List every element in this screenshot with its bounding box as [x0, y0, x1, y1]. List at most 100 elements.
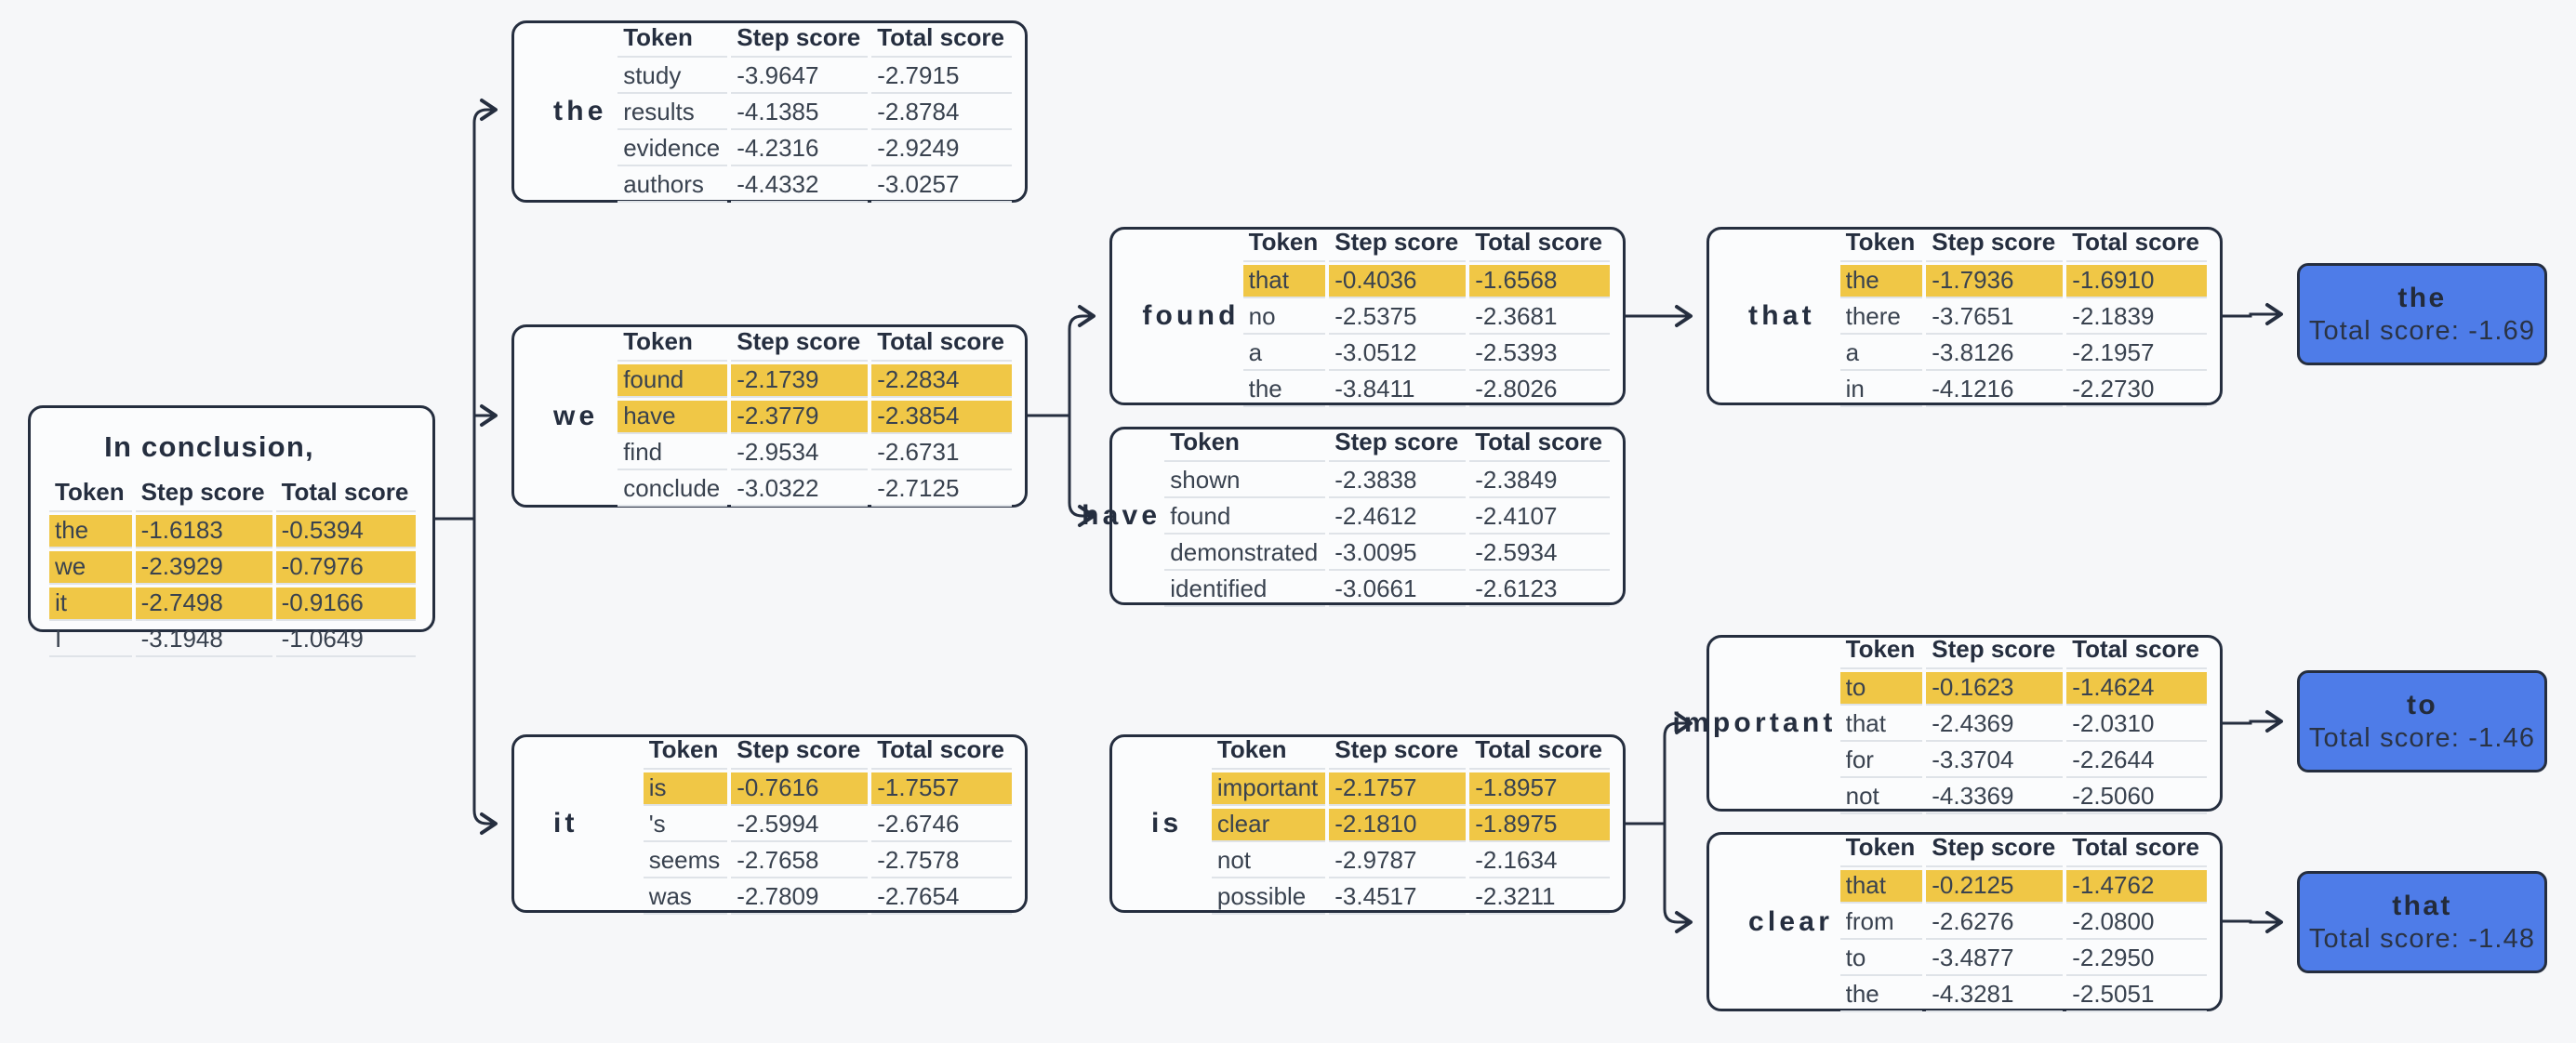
step-score-cell: -2.4612 — [1329, 501, 1467, 535]
final-node-label: to — [2406, 689, 2438, 720]
step-score-cell: -4.3281 — [1926, 979, 2064, 1012]
token-table: Token Step score Total score the -1.6183… — [46, 473, 419, 660]
col-header-total-score: Total score — [275, 476, 417, 512]
table-row: important -2.1757 -1.8957 — [1211, 772, 1610, 806]
step-score-cell: -3.8126 — [1926, 337, 2064, 371]
col-header-token: Token — [1839, 226, 1923, 262]
token-table: Token Step score Total score that -0.212… — [1837, 828, 2211, 1015]
token-cell: authors — [617, 169, 728, 203]
table-row: possible -3.4517 -2.3211 — [1211, 881, 1610, 915]
table-row: found -2.4612 -2.4107 — [1164, 501, 1610, 535]
total-score-cell: -2.2834 — [871, 364, 1012, 398]
col-header-total-score: Total score — [2066, 831, 2207, 867]
table-header-row: Token Step score Total score — [1211, 733, 1610, 770]
col-header-token: Token — [617, 21, 728, 58]
total-score-cell: -2.3849 — [1469, 465, 1610, 498]
token-table: Token Step score Total score found -2.17… — [614, 323, 1016, 509]
total-score-cell: -2.7915 — [871, 60, 1012, 94]
node-that: that Token Step score Total score the -1… — [1706, 226, 2223, 407]
token-cell: is — [643, 772, 728, 806]
col-header-total-score: Total score — [871, 21, 1012, 58]
node-label: the — [553, 96, 607, 126]
token-cell: it — [49, 588, 132, 621]
table-row: evidence -4.2316 -2.9249 — [617, 133, 1012, 166]
col-header-token: Token — [49, 476, 132, 512]
token-cell: the — [1839, 264, 1923, 298]
col-header-step-score: Step score — [1329, 733, 1467, 770]
token-cell: found — [617, 364, 728, 398]
token-table: Token Step score Total score important -… — [1208, 731, 1613, 918]
col-header-total-score: Total score — [2066, 633, 2207, 669]
col-header-token: Token — [643, 733, 728, 770]
step-score-cell: -4.2316 — [731, 133, 869, 166]
table-header-row: Token Step score Total score — [1839, 226, 2207, 262]
total-score-cell: -1.6910 — [2066, 264, 2207, 298]
step-score-cell: -2.3779 — [731, 401, 869, 434]
step-score-cell: -2.1757 — [1329, 772, 1467, 806]
col-header-total-score: Total score — [1469, 226, 1610, 262]
table-row: a -3.0512 -2.5393 — [1242, 337, 1610, 371]
total-score-cell: -2.5051 — [2066, 979, 2207, 1012]
table-row: a -3.8126 -2.1957 — [1839, 337, 2207, 371]
table-header-row: Token Step score Total score — [1839, 831, 2207, 867]
token-cell: evidence — [617, 133, 728, 166]
node-label: found — [1142, 300, 1240, 331]
connector-clear-final — [2223, 911, 2283, 933]
col-header-total-score: Total score — [2066, 226, 2207, 262]
token-cell: the — [1839, 979, 1923, 1012]
total-score-cell: -2.3681 — [1469, 301, 1610, 335]
connector-root-it — [472, 519, 498, 835]
table-header-row: Token Step score Total score — [643, 733, 1012, 770]
total-score-cell: -1.8957 — [1469, 772, 1610, 806]
node-important: important Token Step score Total score t… — [1672, 633, 2223, 814]
table-row: 's -2.5994 -2.6746 — [643, 809, 1012, 842]
total-score-cell: -1.8975 — [1469, 808, 1610, 842]
token-cell: I — [49, 624, 132, 657]
table-row: that -2.4369 -2.0310 — [1839, 708, 2207, 742]
token-cell: that — [1242, 264, 1326, 298]
token-table: Token Step score Total score is -0.7616 … — [640, 731, 1016, 918]
table-row: shown -2.3838 -2.3849 — [1164, 465, 1610, 498]
token-table: Token Step score Total score that -0.403… — [1240, 223, 1613, 410]
node-root: In conclusion, Token Step score Total sc… — [28, 405, 435, 657]
connector-we-found — [1068, 305, 1095, 416]
step-score-cell: -2.1739 — [731, 364, 869, 398]
table-row: for -3.3704 -2.2644 — [1839, 745, 2207, 778]
step-score-cell: -0.4036 — [1329, 264, 1467, 298]
total-score-cell: -2.8026 — [1469, 374, 1610, 407]
final-node-the: the Total score: -1.69 — [2297, 263, 2547, 365]
table-row: identified -3.0661 -2.6123 — [1164, 574, 1610, 607]
total-score-cell: -2.8784 — [871, 97, 1012, 130]
step-score-cell: -2.3929 — [135, 551, 272, 585]
root-prompt-title: In conclusion, — [104, 430, 314, 463]
table-row: conclude -3.0322 -2.7125 — [617, 473, 1012, 507]
token-cell: in — [1839, 374, 1923, 407]
step-score-cell: -2.9534 — [731, 437, 869, 470]
total-score-cell: -1.4624 — [2066, 671, 2207, 706]
final-node-total-score: Total score: -1.48 — [2308, 923, 2536, 954]
col-header-step-score: Step score — [731, 325, 869, 362]
table-row: the -4.3281 -2.5051 — [1839, 979, 2207, 1012]
total-score-cell: -0.5394 — [275, 515, 417, 548]
table-header-row: Token Step score Total score — [1839, 633, 2207, 669]
step-score-cell: -2.1810 — [1329, 808, 1467, 842]
table-row: is -0.7616 -1.7557 — [643, 772, 1012, 806]
step-score-cell: -0.2125 — [1926, 870, 2064, 904]
token-cell: that — [1839, 870, 1923, 904]
col-header-token: Token — [617, 325, 728, 362]
token-cell: have — [617, 401, 728, 434]
token-cell: the — [1242, 374, 1326, 407]
node-label: important — [1672, 707, 1837, 738]
total-score-cell: -1.7557 — [871, 772, 1012, 806]
step-score-cell: -4.4332 — [731, 169, 869, 203]
col-header-step-score: Step score — [135, 476, 272, 512]
token-cell: not — [1211, 845, 1326, 878]
final-node-label: the — [2397, 282, 2447, 313]
step-score-cell: -0.7616 — [731, 772, 869, 806]
node-the: the Token Step score Total score study -… — [511, 20, 1028, 203]
col-header-token: Token — [1211, 733, 1326, 770]
table-row: the -3.8411 -2.8026 — [1242, 374, 1610, 407]
table-row: not -4.3369 -2.5060 — [1839, 781, 2207, 814]
table-header-row: Token Step score Total score — [617, 325, 1012, 362]
table-row: seems -2.7658 -2.7578 — [643, 845, 1012, 878]
